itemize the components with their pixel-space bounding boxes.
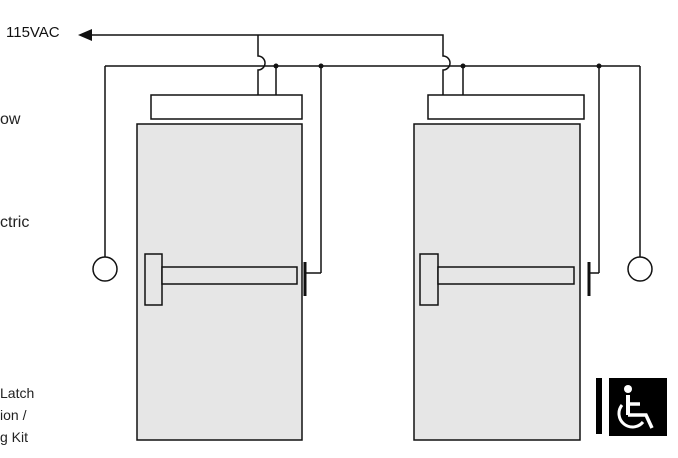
- side-label-1: ow: [0, 111, 21, 128]
- side-label-2: ctric: [0, 214, 30, 231]
- push-button-right: [627, 256, 653, 282]
- wheelchair-icon: [609, 378, 667, 436]
- power-label: 115VAC: [6, 24, 60, 41]
- side-label-3a: Latch: [0, 385, 35, 401]
- exit-device-left: [144, 253, 298, 306]
- power-feed-left: [257, 35, 266, 95]
- push-button-left: [92, 256, 118, 282]
- power-arrow: [78, 29, 258, 41]
- side-label-3c: g Kit: [0, 429, 29, 445]
- door-operator-left: [150, 94, 303, 120]
- accessibility-divider: [596, 378, 602, 434]
- exit-device-right: [419, 253, 575, 306]
- power-feed-right: [258, 34, 451, 95]
- side-label-3b: ion /: [0, 407, 27, 423]
- door-operator-right: [427, 94, 585, 120]
